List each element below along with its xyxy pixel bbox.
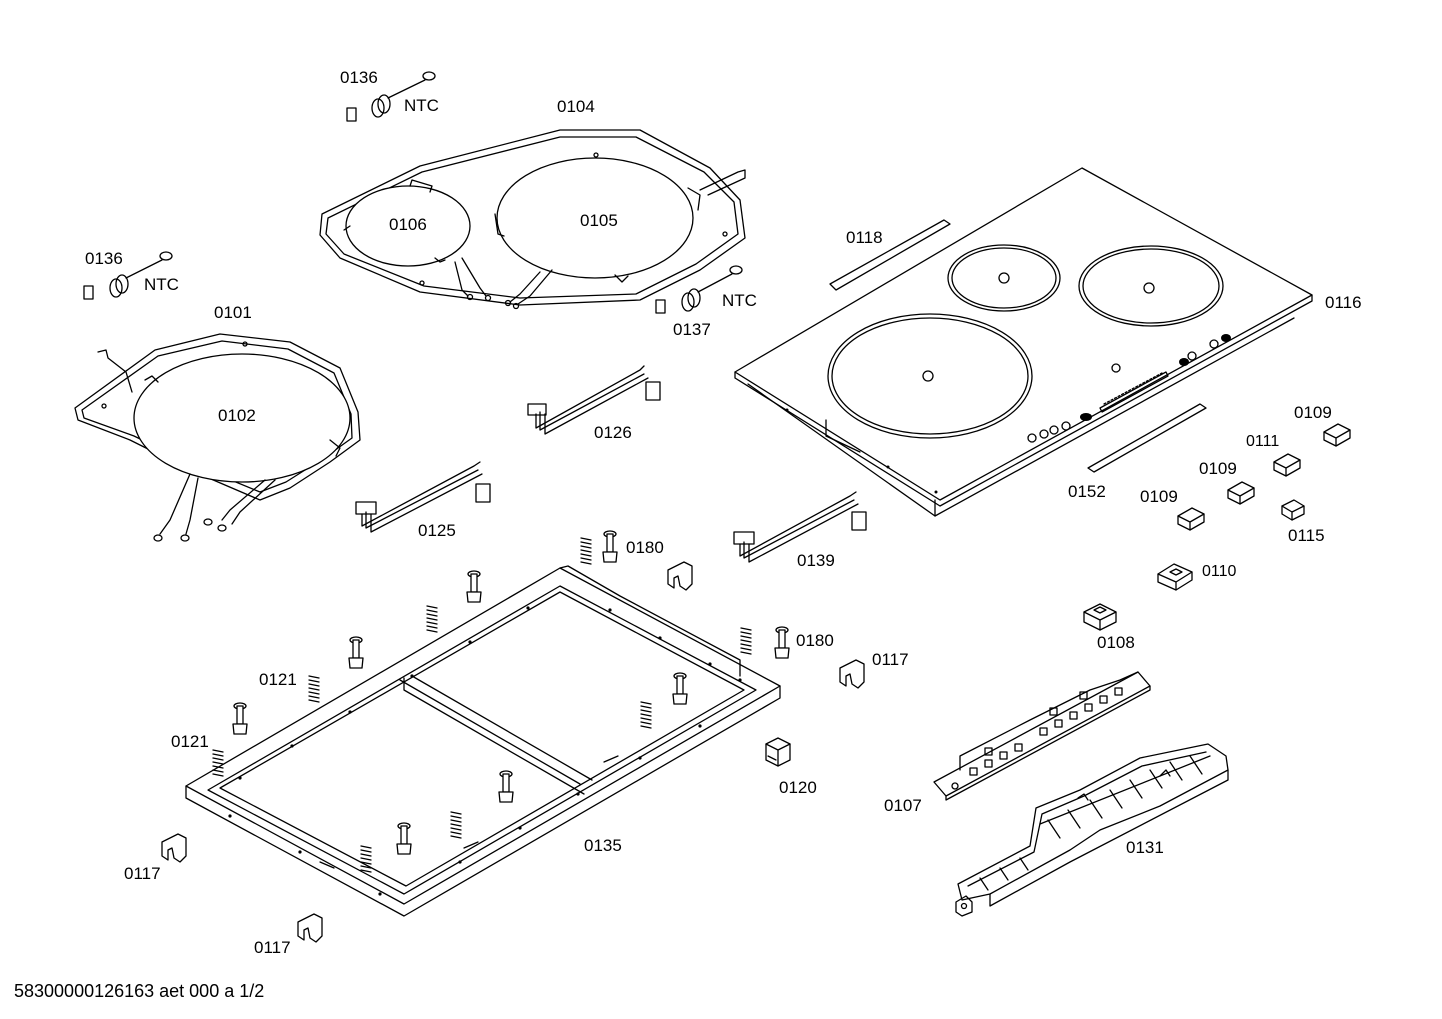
label-ntc-left: NTC [144,275,179,294]
part-0117-clip-a [667,561,693,591]
part-0109-cap-b [1227,481,1255,505]
label-0120: 0120 [779,778,817,797]
label-0101: 0101 [214,303,252,322]
part-0111-cap [1273,453,1301,477]
part-0110-knob-base [1157,563,1193,591]
label-0108: 0108 [1097,633,1135,652]
part-0117-clip-c [161,833,187,863]
part-0108-control-module [1083,603,1117,631]
part-0135-frame [185,565,781,917]
label-0111: 0111 [1246,433,1279,450]
label-0107: 0107 [884,796,922,815]
part-0109-cap-a [1323,423,1351,447]
label-0109-a: 0109 [1294,403,1332,422]
part-0121-springs [212,537,752,873]
part-0152-trim-strip [1087,403,1207,473]
label-0110: 0110 [1202,563,1237,580]
label-0116: 0116 [1325,293,1362,312]
label-0117-b: 0117 [124,864,161,883]
part-0107-control-pcb [933,671,1151,801]
document-code: 58300000126163 aet 000 a 1/2 [14,981,264,1001]
label-0109-b: 0109 [1199,459,1237,478]
label-0104: 0104 [557,97,595,116]
part-0102-coil [133,353,351,542]
label-0121-b: 0121 [171,732,209,751]
part-0126-cable [527,365,661,435]
part-0136-ntc-sensor-left [83,251,173,300]
part-0116-glass-ceramic-hob [734,167,1313,517]
part-0117-clip-b [839,659,865,689]
part-0109-cap-c [1177,507,1205,531]
label-0125: 0125 [418,521,456,540]
label-0109-c: 0109 [1140,487,1178,506]
label-0139: 0139 [797,551,835,570]
label-0115: 0115 [1288,526,1325,545]
label-ntc-right: NTC [722,291,757,310]
label-0121-a: 0121 [259,670,297,689]
part-0131-duct [955,743,1229,917]
label-0137: 0137 [673,320,711,339]
part-0137-ntc-sensor [655,265,743,314]
label-0117-c: 0117 [254,938,291,957]
label-0136-top: 0136 [340,68,378,87]
part-0104-coil-carrier [319,129,746,306]
label-0126: 0126 [594,423,632,442]
label-0102: 0102 [218,406,256,425]
label-0136-left: 0136 [85,249,123,268]
part-0120-bracket [765,737,791,767]
label-0117-a: 0117 [872,650,909,669]
part-0118-trim-strip [829,219,951,291]
part-0125-cable [355,461,491,533]
label-0180-a: 0180 [626,538,664,557]
part-0106-small-coil [343,179,492,302]
part-0117-clip-d [297,913,323,943]
label-0105: 0105 [580,211,618,230]
label-ntc-top: NTC [404,96,439,115]
part-0136-ntc-sensor-top [346,71,436,122]
part-0105-large-coil [494,157,701,310]
label-0131: 0131 [1126,838,1164,857]
label-0180-b: 0180 [796,631,834,650]
label-0118: 0118 [846,228,883,247]
part-0139-cable [733,491,867,563]
label-0106: 0106 [389,215,427,234]
part-0115-cap [1281,499,1305,521]
part-0180-feet [232,530,790,855]
label-0152: 0152 [1068,482,1106,501]
label-0135: 0135 [584,836,622,855]
